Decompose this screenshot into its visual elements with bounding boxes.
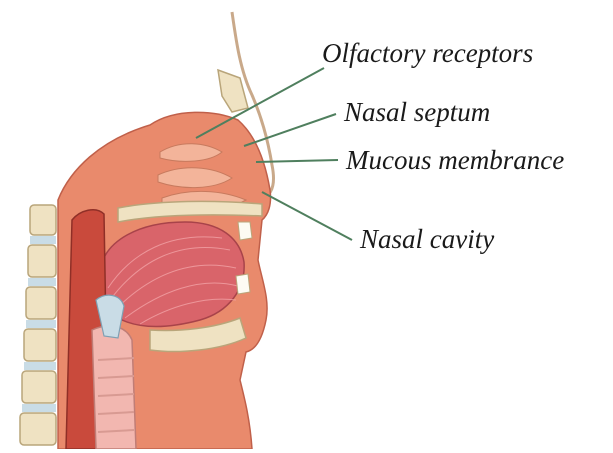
leader-line-olfactory-receptors (196, 68, 324, 138)
lower-teeth (236, 274, 250, 294)
label-mucous-membrance: Mucous membrance (346, 147, 564, 174)
label-nasal-cavity: Nasal cavity (360, 226, 494, 253)
label-olfactory-receptors: Olfactory receptors (322, 40, 533, 67)
leader-line-nasal-septum (244, 114, 336, 146)
label-nasal-septum: Nasal septum (344, 99, 490, 126)
upper-teeth (238, 222, 252, 240)
leader-line-mucous-membrance (256, 160, 338, 162)
leader-line-nasal-cavity (262, 192, 352, 240)
